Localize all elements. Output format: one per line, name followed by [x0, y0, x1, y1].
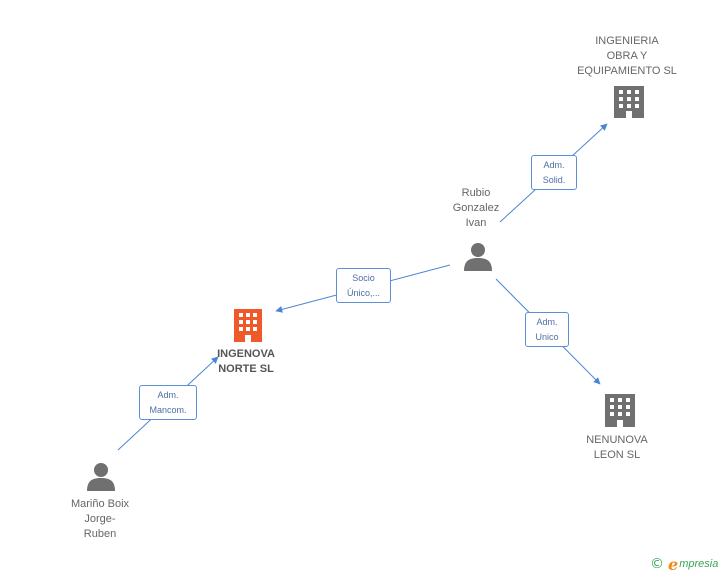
company-label-ingenieria[interactable]: INGENIERIA OBRA Y EQUIPAMIENTO SL: [566, 34, 688, 79]
relation-box-adm-solid[interactable]: Adm. Solid.: [531, 155, 577, 190]
relation-line: Solid.: [542, 175, 566, 185]
person-label-marino[interactable]: Mariño Boix Jorge- Ruben: [55, 497, 145, 542]
label-line: Rubio: [461, 187, 491, 199]
building-icon[interactable]: [605, 394, 635, 427]
relation-box-adm-mancom[interactable]: Adm. Mancom.: [139, 385, 197, 420]
label-line: Mariño Boix: [70, 498, 130, 510]
label-line: Ivan: [465, 217, 487, 229]
brand-initial: e: [668, 554, 679, 574]
label-line: Gonzalez: [452, 202, 500, 214]
label-line: INGENIERIA: [595, 35, 659, 47]
relation-line: Adm.: [543, 160, 565, 170]
relation-line: Adm.: [157, 390, 179, 400]
relation-line: Adm.: [536, 317, 558, 327]
relation-line: Mancom.: [149, 405, 187, 415]
copyright-symbol: ©: [650, 556, 664, 572]
company-label-ingenova[interactable]: INGENOVA NORTE SL: [206, 347, 286, 377]
relation-line: Unico: [535, 332, 559, 342]
person-icon[interactable]: [464, 243, 492, 271]
relation-box-adm-unico[interactable]: Adm. Unico: [525, 312, 569, 347]
label-line: EQUIPAMIENTO SL: [577, 65, 677, 77]
person-icon[interactable]: [87, 463, 115, 491]
brand-logo: © e mpresia: [650, 554, 719, 574]
label-line: Ruben: [83, 528, 117, 540]
label-line: Jorge-: [84, 513, 116, 525]
brand-name: mpresia: [679, 558, 719, 570]
label-line: OBRA Y: [606, 50, 648, 62]
label-line: LEON SL: [593, 449, 641, 461]
building-icon[interactable]: [614, 86, 644, 118]
relation-line: Socio: [352, 273, 375, 283]
person-label-rubio[interactable]: Rubio Gonzalez Ivan: [436, 186, 516, 231]
label-line: NENUNOVA: [586, 434, 648, 446]
building-icon-highlight[interactable]: [234, 309, 262, 342]
relation-line: Único,...: [346, 288, 380, 298]
label-line: INGENOVA: [217, 348, 275, 360]
company-label-nenunova[interactable]: NENUNOVA LEON SL: [577, 433, 657, 463]
label-line: NORTE SL: [218, 363, 274, 375]
relation-box-socio-unico[interactable]: Socio Único,...: [336, 268, 391, 303]
